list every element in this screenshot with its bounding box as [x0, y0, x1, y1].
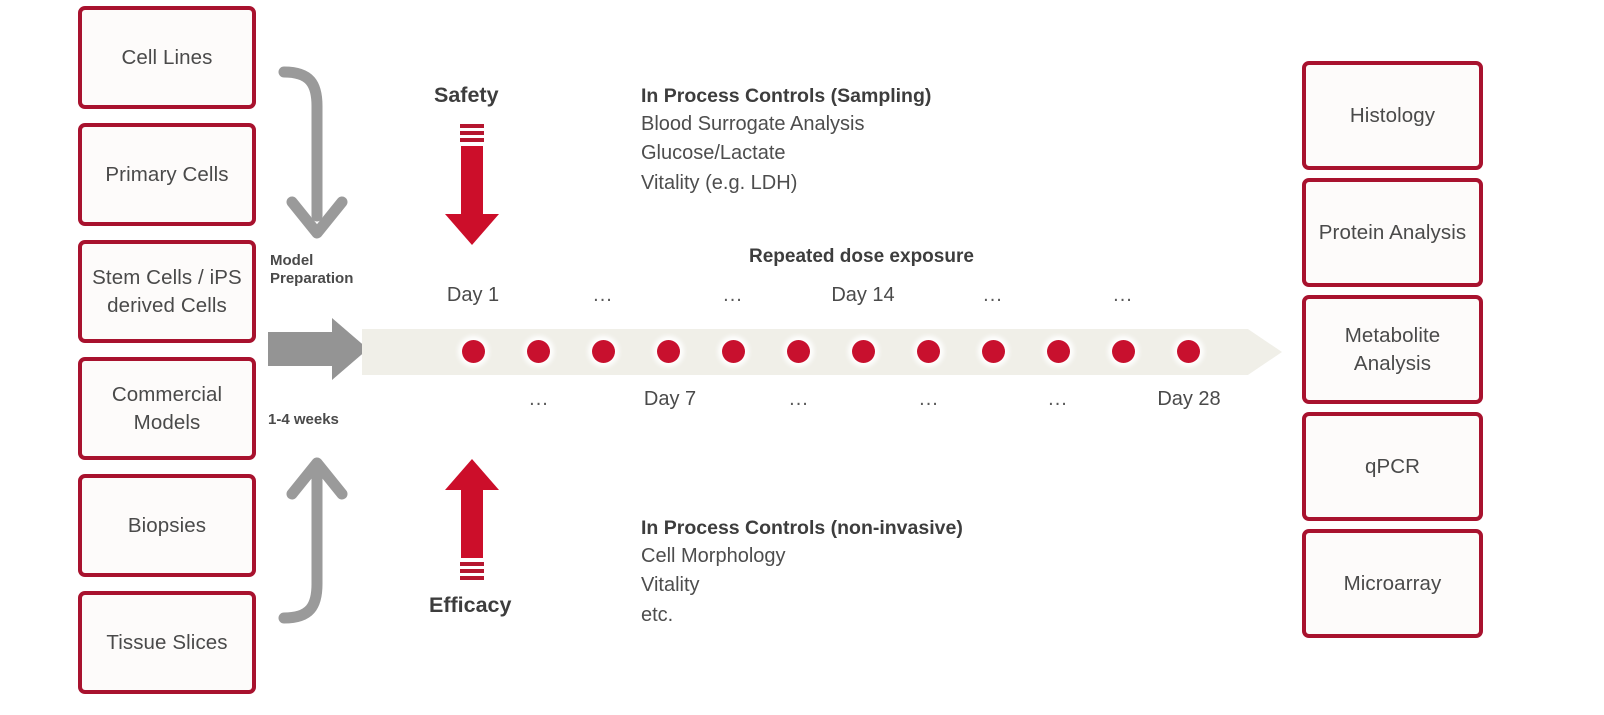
safety-ipc-item: Vitality (e.g. LDH) — [641, 171, 798, 194]
model-input-label: Stem Cells / iPS derived Cells — [92, 266, 242, 317]
dose-dot[interactable] — [592, 340, 615, 363]
repeated-dose-exposure-title: Repeated dose exposure — [749, 246, 974, 267]
efficacy-label: Efficacy — [429, 593, 512, 617]
dose-dot[interactable] — [1047, 340, 1070, 363]
model-preparation-duration-label: 1-4 weeks — [268, 411, 339, 428]
readout-label: Metabolite Analysis — [1344, 324, 1441, 375]
model-input-label: Commercial Models — [111, 383, 223, 434]
readout-box-metabolite-analysis[interactable]: Metabolite Analysis — [1302, 295, 1483, 404]
readout-label: Histology — [1349, 103, 1436, 127]
readout-box-histology[interactable]: Histology — [1302, 61, 1483, 170]
safety-ipc-block: In Process Controls (Sampling) Blood Sur… — [641, 85, 931, 198]
timeline-top-label: Day 14 — [831, 284, 895, 306]
timeline-top-label: ... — [723, 284, 743, 306]
model-preparation-arrow-icon — [268, 318, 368, 380]
dose-dot[interactable] — [852, 340, 875, 363]
dose-dot[interactable] — [917, 340, 940, 363]
timeline-top-label: ... — [593, 284, 613, 306]
efficacy-ipc-block: In Process Controls (non-invasive) Cell … — [641, 517, 963, 630]
timeline-bottom-label: Day 28 — [1157, 388, 1221, 410]
dose-dot[interactable] — [527, 340, 550, 363]
dose-dot[interactable] — [722, 340, 745, 363]
curved-arrow-down-icon — [278, 66, 348, 239]
readout-label: Protein Analysis — [1318, 220, 1467, 244]
dose-dot[interactable] — [1177, 340, 1200, 363]
safety-ipc-item: Blood Surrogate Analysis — [641, 113, 865, 135]
timeline-top-label: ... — [983, 284, 1003, 306]
timeline-arrow-band — [362, 329, 1282, 375]
model-input-label: Primary Cells — [105, 162, 229, 186]
model-input-box-tissue-slices[interactable]: Tissue Slices — [78, 591, 256, 694]
efficacy-ipc-heading: In Process Controls (non-invasive) — [641, 517, 963, 539]
efficacy-ipc-item: Cell Morphology — [641, 545, 786, 567]
timeline-top-label: ... — [1113, 284, 1133, 306]
timeline-bottom-label: Day 7 — [643, 388, 697, 410]
model-input-box-biopsies[interactable]: Biopsies — [78, 474, 256, 577]
timeline-bottom-label: ... — [529, 388, 549, 410]
safety-label: Safety — [434, 83, 499, 107]
efficacy-up-arrow-icon — [445, 459, 499, 580]
timeline-top-label: Day 1 — [446, 284, 500, 306]
model-input-box-commercial-models[interactable]: Commercial Models — [78, 357, 256, 460]
readout-box-protein-analysis[interactable]: Protein Analysis — [1302, 178, 1483, 287]
readout-label: Microarray — [1343, 571, 1442, 595]
dose-dot[interactable] — [462, 340, 485, 363]
model-input-box-cell-lines[interactable]: Cell Lines — [78, 6, 256, 109]
model-input-label: Biopsies — [127, 513, 207, 537]
model-input-box-stem-cells[interactable]: Stem Cells / iPS derived Cells — [78, 240, 256, 343]
model-preparation-label: Model Preparation — [270, 252, 354, 288]
efficacy-ipc-item: Vitality — [641, 574, 700, 597]
safety-ipc-item: Glucose/Lactate — [641, 142, 786, 165]
timeline-bottom-label: ... — [919, 388, 939, 410]
timeline-bottom-label: ... — [1048, 388, 1068, 410]
safety-down-arrow-icon — [445, 124, 499, 245]
timeline-bottom-label: ... — [789, 388, 809, 410]
model-input-label: Cell Lines — [121, 45, 213, 69]
curved-arrow-up-icon — [278, 457, 348, 624]
readout-box-qpcr[interactable]: qPCR — [1302, 412, 1483, 521]
readout-label: qPCR — [1364, 454, 1421, 478]
dose-dot[interactable] — [1112, 340, 1135, 363]
dose-dot[interactable] — [982, 340, 1005, 363]
model-input-box-primary-cells[interactable]: Primary Cells — [78, 123, 256, 226]
safety-ipc-heading: In Process Controls (Sampling) — [641, 85, 932, 107]
dose-dot[interactable] — [787, 340, 810, 363]
dose-dot[interactable] — [657, 340, 680, 363]
readout-box-microarray[interactable]: Microarray — [1302, 529, 1483, 638]
efficacy-ipc-item: etc. — [641, 603, 674, 626]
model-input-label: Tissue Slices — [106, 630, 228, 654]
